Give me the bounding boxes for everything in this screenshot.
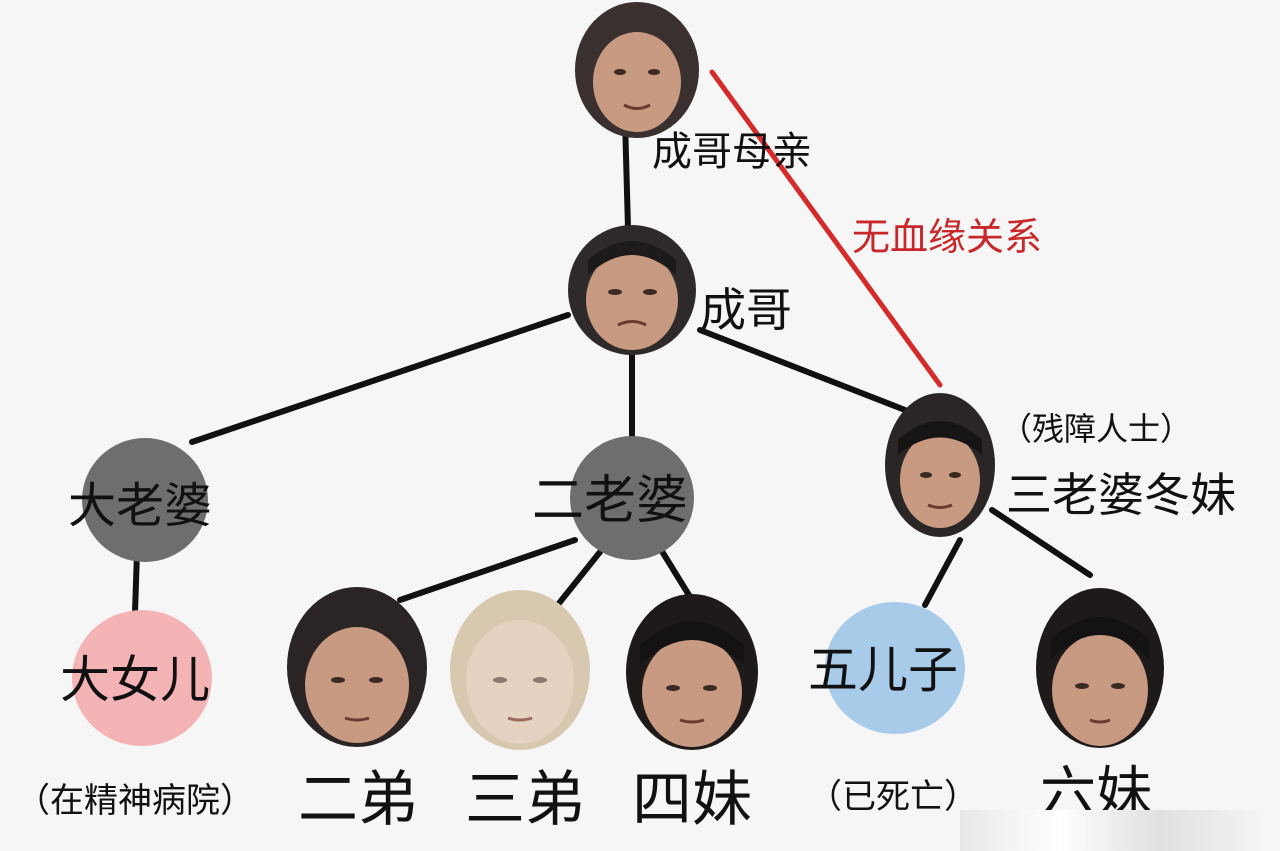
girl-photo-icon xyxy=(1036,588,1164,748)
label-sister4: 四妹 xyxy=(632,765,752,835)
elderly-woman-photo-icon xyxy=(575,2,699,138)
label-son5: 五儿子 xyxy=(808,641,958,699)
edge-wife2-brother3 xyxy=(549,549,603,615)
node-son5-circle xyxy=(825,602,965,734)
node-wife1-circle xyxy=(82,438,208,562)
label-cheng-ge: 成哥 xyxy=(700,283,792,337)
node-wife2-circle xyxy=(570,436,694,560)
label-wife3-note: （残障人士） xyxy=(1000,410,1193,448)
node-daughter1-circle xyxy=(72,610,212,746)
watermark-blur xyxy=(960,810,1260,851)
edges xyxy=(132,69,1093,615)
label-brother2: 二弟 xyxy=(298,765,418,835)
no-blood-relation-edge xyxy=(709,69,943,388)
edge-wife2-brother2 xyxy=(397,537,578,603)
label-brother3: 三弟 xyxy=(465,765,585,835)
label-wife3: 三老婆冬妹 xyxy=(1006,468,1236,522)
label-daughter1: 大女儿 xyxy=(60,651,210,709)
label-no-blood-relation: 无血缘关系 xyxy=(852,215,1043,259)
edge-wife3-sister6 xyxy=(989,507,1093,578)
label-wife1: 大老婆 xyxy=(68,478,213,534)
boy-photo-icon xyxy=(450,590,590,750)
edge-chengge-wife3 xyxy=(697,327,908,413)
woman-photo-icon xyxy=(885,393,995,537)
label-son5-note: （已死亡） xyxy=(808,777,978,817)
edge-wife3-son5 xyxy=(922,537,963,608)
label-mother: 成哥母亲 xyxy=(652,129,812,175)
boy-photo-icon xyxy=(287,587,427,747)
edge-chengge-wife1 xyxy=(189,312,571,445)
label-daughter1-note: （在精神病院） xyxy=(16,781,254,821)
edge-mother-chengge xyxy=(622,117,631,231)
man-photo-icon xyxy=(568,225,696,355)
girl-photo-icon xyxy=(626,594,758,750)
label-wife2: 二老婆 xyxy=(532,471,689,531)
edge-wife1-daughter1 xyxy=(132,549,140,615)
